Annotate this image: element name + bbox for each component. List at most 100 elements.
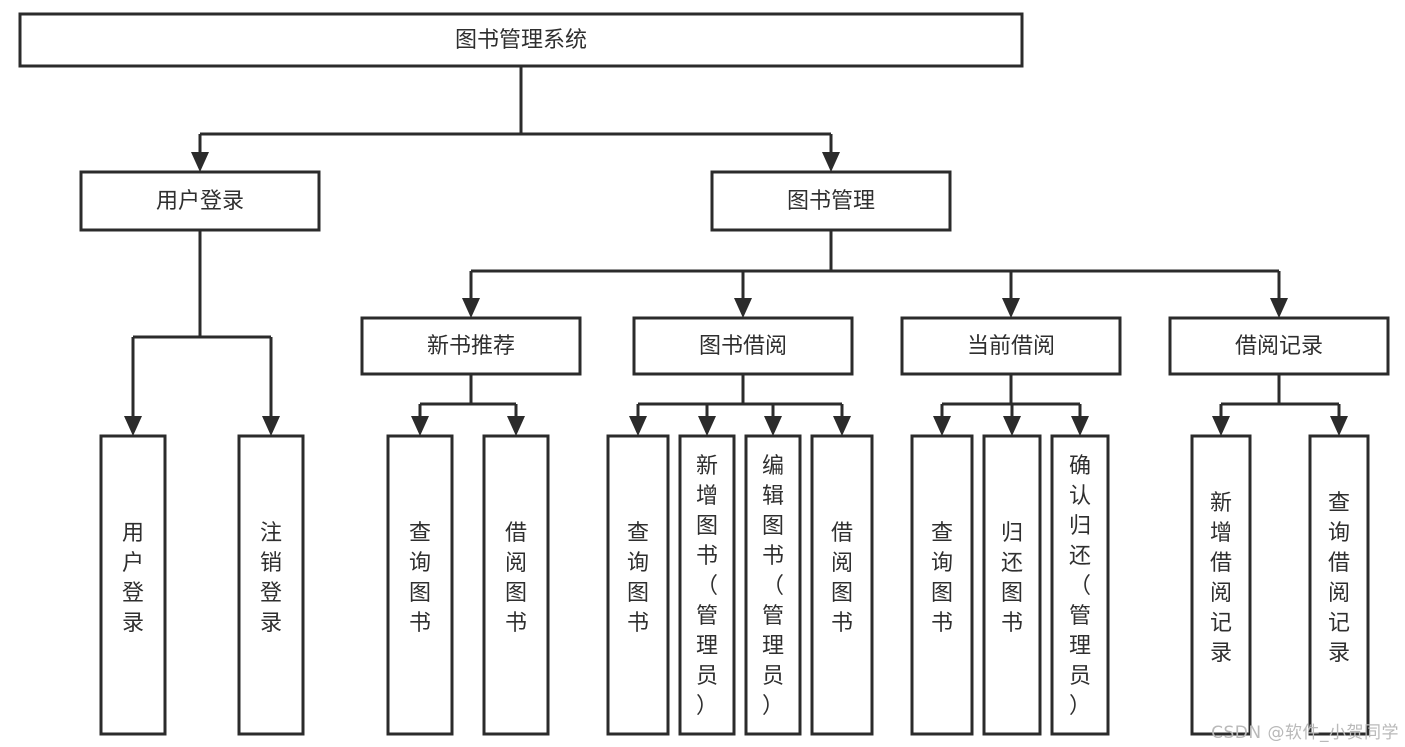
node-label: 查询图书 [931, 521, 953, 636]
node-box[interactable] [744, 434, 802, 736]
node-label-char: ） [762, 694, 784, 719]
root-node-root[interactable]: 图书管理系统 [18, 12, 1024, 68]
node-label-char: 户 [122, 551, 144, 576]
node-label-char: 图 [762, 514, 784, 539]
node-label-char: 新 [1210, 491, 1232, 516]
level2-node-book-management[interactable]: 图书管理 [710, 170, 952, 232]
node-label-char: 确 [1069, 454, 1091, 479]
node-label-char: 管 [696, 604, 718, 629]
leaf-node-leaf-add-book[interactable]: 新增图书（管理员） [678, 434, 736, 736]
level3-node-current-borrow[interactable]: 当前借阅 [900, 316, 1122, 376]
leaf-node-leaf-borrow-book[interactable]: 借阅图书 [810, 434, 874, 736]
node-label: 借阅图书 [831, 521, 853, 636]
node-label: 用户登录 [122, 521, 144, 636]
arrow-head [462, 298, 480, 318]
node-box[interactable] [632, 316, 854, 376]
node-box[interactable] [237, 434, 305, 736]
node-label-char: 借 [505, 521, 527, 546]
node-label: 归还图书 [1001, 521, 1023, 636]
node-label-char: 图 [831, 581, 853, 606]
node-label-char: 员 [1069, 664, 1091, 689]
connector-group-current-borrow-to-leaves [933, 374, 1089, 436]
node-label-char: 图 [931, 581, 953, 606]
node-box[interactable] [386, 434, 454, 736]
arrow-head [822, 152, 840, 172]
node-label-char: 员 [696, 664, 718, 689]
node-box[interactable] [99, 434, 167, 736]
node-label-char: ） [1069, 694, 1091, 719]
node-label-char: 还 [1001, 551, 1023, 576]
arrow-head [1003, 416, 1021, 436]
leaf-node-leaf-user-login[interactable]: 用户登录 [99, 434, 167, 736]
node-label-char: 阅 [1328, 581, 1350, 606]
node-label: 图书借阅 [699, 334, 787, 359]
leaf-node-leaf-borrow-book-recommend[interactable]: 借阅图书 [482, 434, 550, 736]
node-box[interactable] [910, 434, 974, 736]
node-label: 图书管理系统 [455, 28, 587, 53]
node-label-char: 管 [762, 604, 784, 629]
node-label: 查询借阅记录 [1328, 491, 1350, 666]
node-label-char: 书 [696, 544, 718, 569]
node-label-char: 借 [1210, 551, 1232, 576]
node-label-char: 询 [627, 551, 649, 576]
level3-node-borrow-record[interactable]: 借阅记录 [1168, 316, 1390, 376]
node-label: 确认归还（管理员） [1069, 454, 1091, 719]
node-label-char: 管 [1069, 604, 1091, 629]
leaf-node-leaf-logout[interactable]: 注销登录 [237, 434, 305, 736]
node-box[interactable] [982, 434, 1042, 736]
node-box[interactable] [1190, 434, 1252, 736]
arrow-head [734, 298, 752, 318]
node-label-char: 图 [627, 581, 649, 606]
node-box[interactable] [1308, 434, 1370, 736]
node-box[interactable] [710, 170, 952, 232]
arrow-head [411, 416, 429, 436]
leaf-node-leaf-add-borrow-record[interactable]: 新增借阅记录 [1190, 434, 1252, 736]
node-label: 图书管理 [787, 189, 875, 214]
arrow-head [1212, 416, 1230, 436]
arrow-head [1330, 416, 1348, 436]
leaf-node-leaf-edit-book[interactable]: 编辑图书（管理员） [744, 434, 802, 736]
node-label-char: 归 [1069, 514, 1091, 539]
node-box[interactable] [1050, 434, 1110, 736]
level3-node-book-borrow[interactable]: 图书借阅 [632, 316, 854, 376]
leaf-node-leaf-query-book-recommend[interactable]: 查询图书 [386, 434, 454, 736]
node-label-char: 记 [1210, 611, 1232, 636]
node-label: 注销登录 [260, 521, 282, 636]
node-box[interactable] [900, 316, 1122, 376]
node-label-char: 书 [1001, 611, 1023, 636]
node-box[interactable] [606, 434, 670, 736]
leaf-node-leaf-confirm-return[interactable]: 确认归还（管理员） [1050, 434, 1110, 736]
leaf-node-leaf-query-book-borrow[interactable]: 查询图书 [606, 434, 670, 736]
node-label-char: 员 [762, 664, 784, 689]
level3-node-new-book-recommend[interactable]: 新书推荐 [360, 316, 582, 376]
connector-group-borrow-record-to-leaves [1212, 374, 1348, 436]
arrow-head [262, 416, 280, 436]
node-label-char: 认 [1069, 484, 1091, 509]
node-label-char: 询 [409, 551, 431, 576]
node-box[interactable] [678, 434, 736, 736]
leaf-node-leaf-query-book-current[interactable]: 查询图书 [910, 434, 974, 736]
node-box[interactable] [79, 170, 321, 232]
node-label-char: 书 [409, 611, 431, 636]
level2-node-user-login[interactable]: 用户登录 [79, 170, 321, 232]
node-label-char: 理 [1069, 634, 1091, 659]
leaf-node-leaf-query-borrow-record[interactable]: 查询借阅记录 [1308, 434, 1370, 736]
node-label-char: 用 [122, 521, 144, 546]
connector-group-user-login-to-leaves [124, 230, 280, 436]
leaf-node-leaf-return-book[interactable]: 归还图书 [982, 434, 1042, 736]
node-label-char: 查 [931, 521, 953, 546]
node-label-char: 编 [762, 454, 784, 479]
node-box[interactable] [18, 12, 1024, 68]
node-label-char: 还 [1069, 544, 1091, 569]
node-box[interactable] [482, 434, 550, 736]
node-box[interactable] [1168, 316, 1390, 376]
node-box[interactable] [360, 316, 582, 376]
node-box[interactable] [810, 434, 874, 736]
node-label: 编辑图书（管理员） [762, 454, 784, 719]
node-label-char: 查 [1328, 491, 1350, 516]
node-label-char: 辑 [762, 484, 784, 509]
arrow-head [698, 416, 716, 436]
node-label: 新增图书（管理员） [696, 454, 718, 719]
node-label-char: （ [696, 574, 718, 599]
